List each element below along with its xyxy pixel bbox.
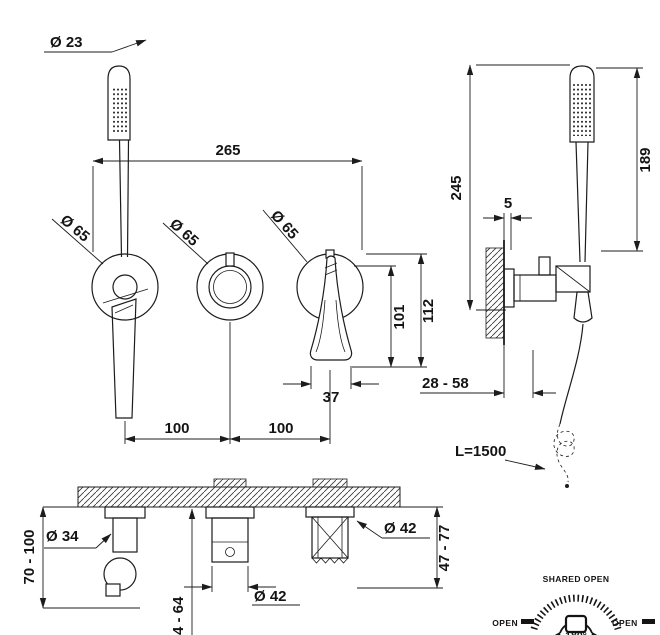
dim-28-58: 28 - 58: [420, 345, 556, 398]
dia65-center-label: Ø 65: [166, 215, 202, 249]
shared-open-label: SHARED OPEN: [543, 574, 610, 584]
wall-section: [485, 247, 505, 339]
dim-dia42-center: Ø 42: [184, 566, 300, 606]
valve-under-deck-center: [205, 506, 255, 563]
dim-112-label: 112: [420, 299, 437, 323]
angle-label: 180°: [565, 630, 587, 635]
dim-245-label: 245: [448, 175, 465, 200]
dim-245: 245: [448, 64, 570, 311]
open-right-label: OPEN: [612, 618, 638, 628]
spout-under-deck: [103, 506, 146, 597]
dim-265: 265: [92, 142, 363, 252]
dim-70-100: 70 - 100: [21, 506, 140, 609]
dim-189: 189: [596, 67, 654, 252]
open-left-dash: [521, 619, 534, 624]
dia65-left-label: Ø 65: [57, 212, 93, 246]
dia23-label: Ø 23: [50, 34, 83, 51]
dim-189-label: 189: [637, 147, 654, 172]
dia42-right-label: Ø 42: [384, 520, 417, 537]
right-valve-trim: [296, 249, 364, 361]
dia34-label: Ø 34: [46, 528, 79, 545]
dim-37-label: 37: [323, 389, 340, 406]
mixer-body-side: [503, 256, 591, 308]
dim-dia65-right: Ø 65: [262, 207, 308, 263]
bottom-view: Ø 34 70 - 100 34 - 64 Ø 42 Ø 42: [21, 478, 453, 635]
dia42-center-label: Ø 42: [254, 588, 287, 605]
spray-face: [111, 86, 128, 134]
dim-47-77-label: 47 - 77: [436, 525, 453, 572]
hose-length: L=1500: [455, 443, 546, 470]
dim-47-77: 47 - 77: [357, 506, 453, 589]
dim-265-label: 265: [215, 142, 240, 159]
shower-hose: [553, 323, 584, 488]
handshower-front: [107, 65, 131, 258]
left-valve-trim: [91, 253, 159, 419]
cartridge-icon: [564, 614, 588, 634]
dim-101-label: 101: [391, 304, 408, 329]
dim-100-100: 100 100: [124, 322, 331, 444]
side-view: 245 189 5 28 - 58 L=1500: [420, 64, 654, 488]
spray-face-side: [573, 84, 591, 136]
dim-100-right-label: 100: [268, 420, 293, 437]
dim-dia23: Ø 23: [44, 34, 147, 53]
front-view: Ø 23: [44, 34, 437, 444]
dim-101: 101: [354, 265, 408, 368]
dim-dia42-right: Ø 42: [356, 520, 430, 539]
open-left-label: OPEN: [492, 618, 518, 628]
dim-37: 37: [283, 366, 379, 406]
dia65-right-label: Ø 65: [267, 207, 301, 243]
dim-dia34: Ø 34: [44, 528, 112, 549]
dim-dia65-center: Ø 65: [162, 215, 209, 265]
dim-34-64-label: 34 - 64: [170, 596, 187, 635]
dim-28-58-label: 28 - 58: [422, 375, 469, 392]
dim-dia65-left: Ø 65: [51, 212, 104, 265]
dim-70-100-label: 70 - 100: [21, 529, 38, 584]
deck-section: [77, 486, 401, 508]
rotation-range-indicator: SHARED OPEN OPEN OPEN 180°: [492, 574, 655, 635]
handshower-side: [569, 65, 595, 323]
handshower-holder: [555, 265, 591, 293]
diverter-knob: [538, 256, 551, 276]
center-valve-trim: [196, 252, 264, 321]
dim-5-label: 5: [504, 195, 512, 212]
hose-length-label: L=1500: [455, 443, 506, 460]
valve-under-deck-right: [305, 506, 355, 564]
open-right-dash: [642, 619, 655, 624]
dim-5: 5: [483, 195, 532, 250]
dim-100-left-label: 100: [164, 420, 189, 437]
lever-handle: [309, 255, 353, 361]
dim-34-64: 34 - 64: [170, 508, 196, 635]
